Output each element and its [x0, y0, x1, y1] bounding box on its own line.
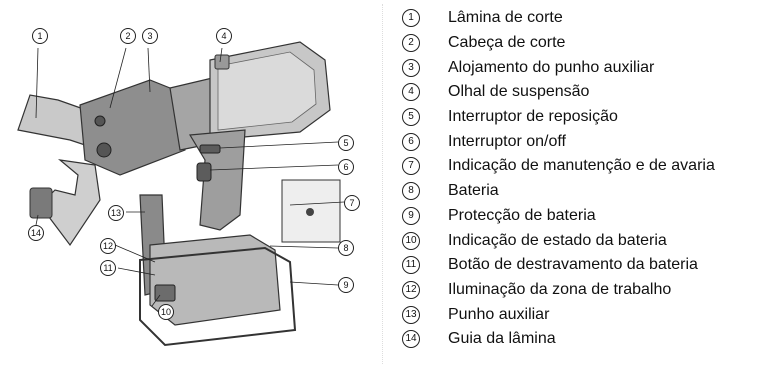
tool-illustration: 1 2 3 4 5 6 7 8 9 10 11 12 13 14 — [0, 0, 380, 368]
legend-label: Interruptor de reposição — [448, 108, 618, 126]
callout-8: 8 — [338, 240, 354, 256]
battery-shape — [149, 234, 281, 326]
legend-item: 5 Interruptor de reposição — [402, 105, 782, 130]
callout-9: 9 — [338, 277, 354, 293]
legend-label: Bateria — [448, 182, 499, 200]
legend-label: Cabeça de corte — [448, 34, 566, 52]
legend-label: Indicação de manutenção e de avaria — [448, 157, 715, 175]
handle-shape — [188, 129, 246, 231]
callout-11: 11 — [100, 260, 116, 276]
callout-2: 2 — [120, 28, 136, 44]
legend-label: Botão de destravamento da bateria — [448, 256, 698, 274]
legend-item: 1 Lâmina de corte — [402, 6, 782, 31]
legend-label: Punho auxiliar — [448, 305, 550, 323]
legend-label: Protecção de bateria — [448, 206, 596, 224]
legend-item: 7 Indicação de manutenção e de avaria — [402, 154, 782, 179]
legend-number: 7 — [402, 157, 420, 176]
callout-12: 12 — [100, 238, 116, 254]
legend-number: 10 — [402, 231, 420, 250]
callout-4: 4 — [216, 28, 232, 44]
callout-14: 14 — [28, 225, 44, 241]
legend-number: 6 — [402, 132, 420, 151]
reset-switch-shape — [199, 144, 221, 154]
legend-item: 8 Bateria — [402, 179, 782, 204]
battery-guard-shape — [139, 246, 297, 347]
callout-5: 5 — [338, 135, 354, 151]
legend-label: Iluminação da zona de trabalho — [448, 280, 672, 298]
maintenance-indicator-dot — [306, 208, 314, 216]
legend-item: 10 Indicação de estado da bateria — [402, 228, 782, 253]
legend-number: 8 — [402, 182, 420, 201]
legend-number: 13 — [402, 305, 420, 324]
callout-1: 1 — [32, 28, 48, 44]
legend-item: 4 Olhal de suspensão — [402, 80, 782, 105]
legend-number: 3 — [402, 58, 420, 77]
motor-housing-inner — [217, 51, 317, 131]
legend-number: 14 — [402, 330, 420, 349]
legend-label: Indicação de estado da bateria — [448, 231, 667, 249]
legend-label: Alojamento do punho auxiliar — [448, 58, 655, 76]
legend-list: 1 Lâmina de corte 2 Cabeça de corte 3 Aloja… — [402, 6, 782, 352]
blade-guide-shape — [29, 187, 53, 219]
legend-number: 2 — [402, 34, 420, 53]
legend-item: 12 Iluminação da zona de trabalho — [402, 278, 782, 303]
trigger-shape — [196, 162, 212, 182]
cable-cutter-drawing — [17, 41, 345, 347]
legend-item: 11 Botão de destravamento da bateria — [402, 253, 782, 278]
legend-number: 1 — [402, 9, 420, 28]
head-bolt — [94, 115, 106, 127]
suspension-eye-shape — [214, 54, 230, 70]
callout-13: 13 — [108, 205, 124, 221]
leader-lines — [35, 47, 345, 307]
legend-label: Lâmina de corte — [448, 9, 563, 27]
legend-label: Olhal de suspensão — [448, 83, 590, 101]
callout-10: 10 — [158, 304, 174, 320]
legend-item: 14 Guia da lâmina — [402, 327, 782, 352]
legend-number: 12 — [402, 280, 420, 299]
legend-number: 5 — [402, 108, 420, 127]
legend-item: 6 Interruptor on/off — [402, 129, 782, 154]
legend-item: 3 Alojamento do punho auxiliar — [402, 55, 782, 80]
legend-item: 2 Cabeça de corte — [402, 31, 782, 56]
legend-item: 9 Protecção de bateria — [402, 204, 782, 229]
legend-number: 9 — [402, 206, 420, 225]
legend-label: Interruptor on/off — [448, 132, 566, 150]
legend-divider — [382, 4, 383, 364]
callout-3: 3 — [142, 28, 158, 44]
head-pivot — [96, 142, 112, 158]
legend-label: Guia da lâmina — [448, 330, 556, 348]
legend-number: 4 — [402, 83, 420, 102]
cutting-head-shape — [79, 79, 186, 176]
callout-6: 6 — [338, 159, 354, 175]
legend-number: 11 — [402, 256, 420, 275]
callout-7: 7 — [344, 195, 360, 211]
battery-status-shape — [154, 284, 176, 302]
legend-item: 13 Punho auxiliar — [402, 302, 782, 327]
